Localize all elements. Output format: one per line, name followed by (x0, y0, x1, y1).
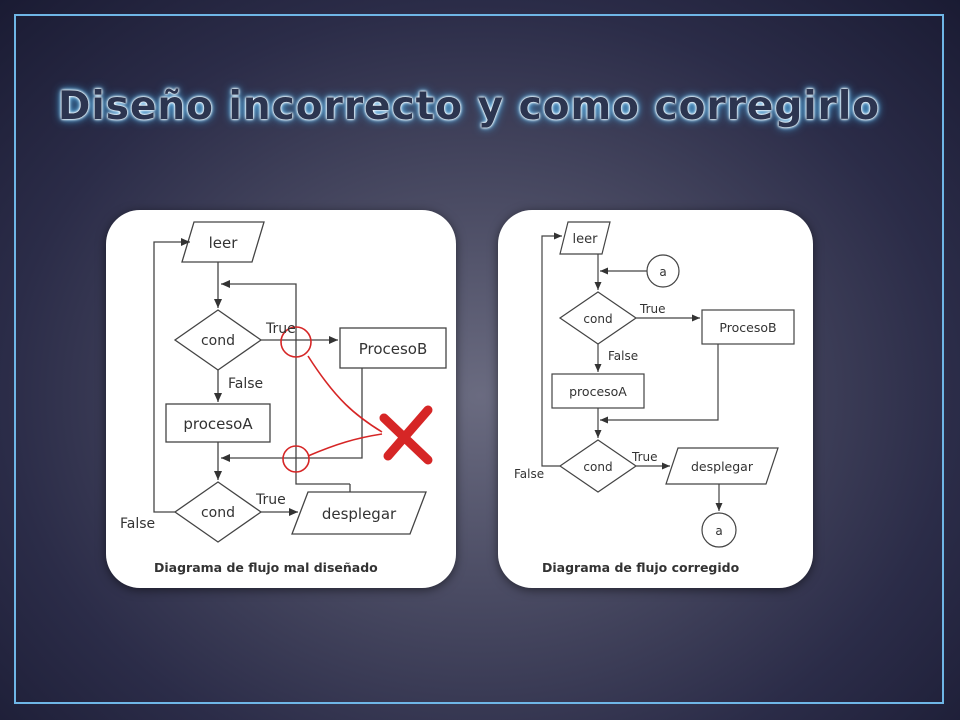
caption-bad: Diagrama de flujo mal diseñado (154, 560, 378, 575)
edge-loop-up (221, 280, 350, 485)
error-circle-top (280, 326, 312, 358)
caption-corrected: Diagrama de flujo corregido (542, 560, 740, 575)
node-display-label: desplegar (322, 505, 397, 523)
red-x-icon (379, 405, 433, 465)
node-display-shape (665, 447, 779, 485)
node-process-b-label: ProcesoB (719, 320, 776, 335)
edge-cond-bottom-false (153, 238, 190, 513)
panel-corrected-design: leer a cond ProcesoB procesoA cond despl… (498, 210, 813, 588)
slide-frame (14, 14, 944, 704)
node-cond-top-label: cond (583, 312, 612, 326)
flowchart-corrected: leer a cond ProcesoB procesoA cond despl… (514, 221, 795, 575)
label-true-bottom: True (255, 492, 286, 508)
error-circle-bottom (282, 445, 310, 473)
node-process-b-shape (339, 327, 447, 369)
node-read-label: leer (573, 232, 599, 247)
label-false-bottom: False (514, 467, 544, 481)
panel-bad-design: leer cond ProcesoB procesoA cond despleg… (106, 210, 456, 588)
node-cond-bottom-shape (173, 481, 263, 543)
error-line-bottom (307, 433, 383, 457)
error-line-top (307, 355, 383, 433)
label-false-bottom: False (120, 516, 155, 532)
edge-process-b-return (600, 344, 719, 424)
node-process-a-label: procesoA (183, 415, 253, 433)
label-true-top: True (639, 302, 666, 316)
node-cond-bottom-shape (558, 439, 638, 493)
node-cond-bottom-label: cond (583, 460, 612, 474)
label-true-top: True (265, 321, 296, 337)
node-cond-bottom-label: cond (201, 505, 235, 521)
edge-cond-bottom-false (541, 232, 562, 467)
node-display-label: desplegar (691, 459, 754, 474)
node-process-a-shape (165, 403, 271, 443)
node-process-b-shape (701, 309, 795, 345)
label-false-top: False (608, 349, 638, 363)
node-cond-top-label: cond (201, 333, 235, 349)
slide-title: Diseño incorrecto y como corregirlo (58, 84, 881, 129)
node-connector-bottom-shape (701, 512, 737, 548)
node-read-shape (181, 221, 265, 263)
edge-process-b-return (221, 368, 363, 462)
node-connector-bottom-label: a (715, 524, 722, 538)
error-annotations (280, 326, 383, 473)
label-true-bottom: True (631, 450, 658, 464)
node-display-shape (291, 491, 427, 535)
node-read-label: leer (209, 234, 239, 252)
node-connector-top-label: a (659, 265, 666, 279)
node-process-b-label: ProcesoB (359, 340, 428, 358)
flowchart-bad: leer cond ProcesoB procesoA cond despleg… (120, 221, 447, 575)
node-process-a-label: procesoA (569, 384, 627, 399)
node-read-shape (559, 221, 611, 255)
label-false-top: False (228, 376, 263, 392)
